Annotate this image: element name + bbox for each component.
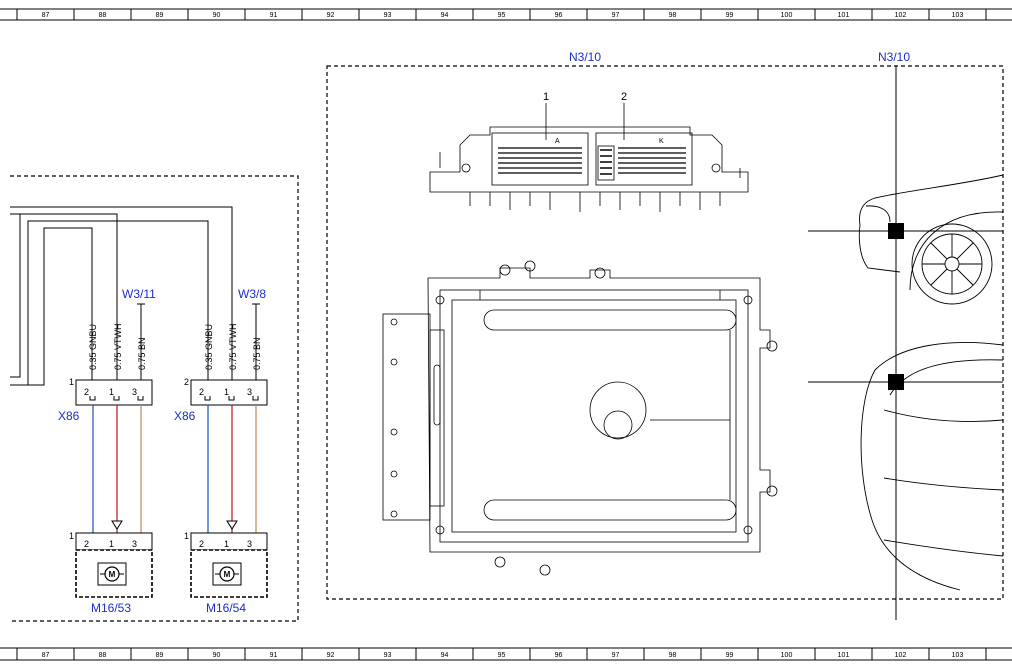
ruler-column-label: 100 xyxy=(781,652,793,659)
diode-icon xyxy=(226,520,238,530)
ruler-column-label: 97 xyxy=(612,652,620,659)
ruler-column-label: 93 xyxy=(384,12,392,19)
ecu-frame xyxy=(326,65,1004,600)
ecu-connector-view: 1 2 A K xyxy=(429,91,749,212)
connector-letter: K xyxy=(659,138,664,145)
ruler-column-label: 88 xyxy=(99,12,107,19)
ruler-column-label: 96 xyxy=(555,652,563,659)
ruler-column-label: 100 xyxy=(781,12,793,19)
pin-label: 1 xyxy=(224,387,229,397)
ruler-column-label: 101 xyxy=(838,652,850,659)
diode-icon xyxy=(111,520,123,530)
ruler-column-label: 94 xyxy=(441,12,449,19)
ruler-column-label: 97 xyxy=(612,12,620,19)
pin-label: 2 xyxy=(84,387,89,397)
harness-lines xyxy=(10,206,233,386)
top-ruler: 87 88 89 90 91 92 93 94 95 96 97 98 99 100 101 102 103 xyxy=(0,8,1012,21)
ruler-column-label: 91 xyxy=(270,652,278,659)
left-frame xyxy=(10,175,299,622)
ruler-column-label: 92 xyxy=(327,652,335,659)
ruler-column-label: 87 xyxy=(42,12,50,19)
component-index: 1 xyxy=(184,531,189,541)
location-marker xyxy=(888,223,904,239)
wire-label: 0.75 VTWH xyxy=(113,323,123,370)
pin-label: 2 xyxy=(199,539,204,549)
svg-text:M: M xyxy=(109,570,116,579)
component-label: M16/54 xyxy=(206,601,246,615)
ruler-column-label: 99 xyxy=(726,12,734,19)
connector-label: X86 xyxy=(174,409,196,423)
pin-label: 3 xyxy=(247,387,252,397)
connector-x86 xyxy=(190,379,268,406)
connector-number: 2 xyxy=(621,91,627,103)
ruler-column-label: 92 xyxy=(327,12,335,19)
connector-index: 1 xyxy=(69,377,74,387)
component-index: 1 xyxy=(69,531,74,541)
pin-label: 2 xyxy=(84,539,89,549)
ruler-column-label: 101 xyxy=(838,12,850,19)
ruler-column-label: 95 xyxy=(498,12,506,19)
ruler-column-label: 88 xyxy=(99,652,107,659)
connector-label: X86 xyxy=(58,409,80,423)
car-side-view xyxy=(858,174,1004,305)
car-top-view xyxy=(860,341,1004,591)
component-label: M16/53 xyxy=(91,601,131,615)
ruler-column-label: 90 xyxy=(213,12,221,19)
pin-label: 3 xyxy=(247,539,252,549)
ruler-column-label: 93 xyxy=(384,652,392,659)
wire-label: 0.75 BN xyxy=(137,337,147,370)
connector-number: 1 xyxy=(543,91,549,103)
right-group: W3/8 0.35 GNBU 0.75 VTWH 0.75 BN 2 2 1 3… xyxy=(174,287,268,615)
left-group: W3/11 0.35 GNBU 0.75 VTWH 0.75 BN 1 2 1 … xyxy=(58,287,156,615)
connector-letter: A xyxy=(555,138,560,145)
ruler-column-label: 94 xyxy=(441,652,449,659)
ruler-column-label: 89 xyxy=(156,12,164,19)
ruler-column-label: 91 xyxy=(270,12,278,19)
ruler-column-label: 89 xyxy=(156,652,164,659)
pin-label: 1 xyxy=(224,539,229,549)
ruler-column-label: 96 xyxy=(555,12,563,19)
pin-label: 2 xyxy=(199,387,204,397)
ecu-label: N3/10 xyxy=(569,50,601,64)
vehicle-location xyxy=(808,66,1004,620)
pin-label: 1 xyxy=(109,387,114,397)
ruler-column-label: 90 xyxy=(213,652,221,659)
ground-label: W3/11 xyxy=(122,287,156,301)
ecu-location-label: N3/10 xyxy=(878,50,910,64)
ruler-column-label: 103 xyxy=(952,652,964,659)
ruler-column-label: 95 xyxy=(498,652,506,659)
ruler-column-label: 98 xyxy=(669,12,677,19)
location-marker xyxy=(888,374,904,390)
ruler-column-label: 102 xyxy=(895,12,907,19)
bottom-ruler: 87 88 89 90 91 92 93 94 95 96 97 98 99 100 101 102 103 xyxy=(0,647,1012,661)
ground-label: W3/8 xyxy=(238,287,266,301)
connector-index: 2 xyxy=(184,377,189,387)
wire-label: 0.35 GNBU xyxy=(88,324,98,370)
pin-label: 3 xyxy=(132,387,137,397)
ruler-column-label: 87 xyxy=(42,652,50,659)
svg-text:M: M xyxy=(224,570,231,579)
wire-label: 0.75 VTWH xyxy=(228,323,238,370)
ruler-column-label: 103 xyxy=(952,12,964,19)
wire-label: 0.35 GNBU xyxy=(204,324,214,370)
ruler-column-label: 98 xyxy=(669,652,677,659)
ruler-column-label: 99 xyxy=(726,652,734,659)
pin-label: 1 xyxy=(109,539,114,549)
pin-label: 3 xyxy=(132,539,137,549)
wire-label: 0.75 BN xyxy=(252,337,262,370)
connector-x86 xyxy=(75,379,153,406)
ruler-column-label: 102 xyxy=(895,652,907,659)
ecu-housing xyxy=(382,260,778,576)
